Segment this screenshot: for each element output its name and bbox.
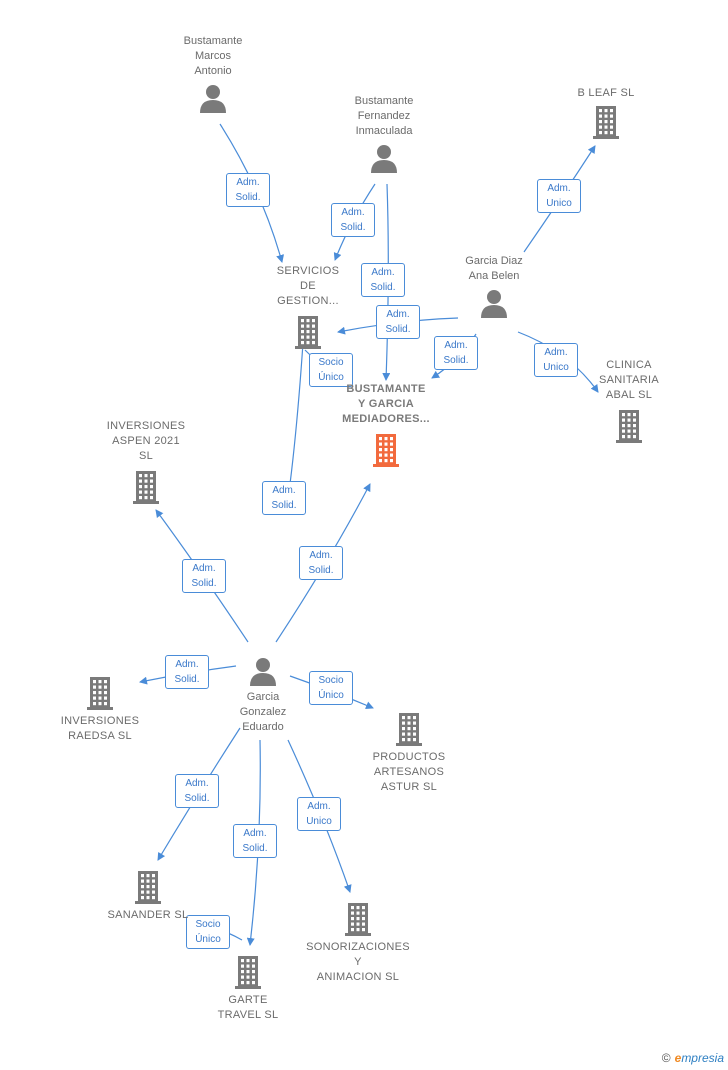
node-label: SONORIZACIONES Y ANIMACION SL: [306, 941, 410, 983]
building-icon: [373, 434, 399, 467]
edge-label[interactable]: Adm. Solid.: [175, 774, 219, 808]
node-main[interactable]: BUSTAMANTE Y GARCIA MEDIADORES...: [321, 382, 451, 467]
edge-label[interactable]: Socio Único: [309, 353, 353, 387]
edge-label[interactable]: Adm. Unico: [534, 343, 578, 377]
edge-label[interactable]: Adm. Solid.: [165, 655, 209, 689]
node-sanander[interactable]: SANANDER SL: [83, 870, 213, 923]
edge-label[interactable]: Adm. Solid.: [434, 336, 478, 370]
node-label: Bustamante Marcos Antonio: [183, 35, 243, 77]
node-label: INVERSIONES RAEDSA SL: [60, 715, 140, 742]
node-label: Garcia Diaz Ana Belen: [465, 255, 523, 282]
node-raedsa[interactable]: INVERSIONES RAEDSA SL: [35, 676, 165, 744]
node-label: CLINICA SANITARIA ABAL SL: [599, 359, 659, 401]
node-aspen[interactable]: INVERSIONES ASPEN 2021 SL: [81, 419, 211, 504]
node-label: Garcia Gonzalez Eduardo: [239, 691, 287, 733]
node-bleaf[interactable]: B LEAF SL: [541, 86, 671, 139]
node-label: Bustamante Fernandez Inmaculada: [354, 95, 414, 137]
person-icon: [200, 85, 226, 113]
node-serv[interactable]: SERVICIOS DE GESTION...: [243, 264, 373, 349]
node-bma[interactable]: Bustamante Marcos Antonio: [148, 34, 278, 113]
person-icon: [250, 658, 276, 686]
edge-label[interactable]: Adm. Solid.: [182, 559, 226, 593]
node-label: PRODUCTOS ARTESANOS ASTUR SL: [372, 751, 446, 793]
node-label: BUSTAMANTE Y GARCIA MEDIADORES...: [342, 383, 430, 425]
building-icon: [87, 677, 113, 710]
node-productos[interactable]: PRODUCTOS ARTESANOS ASTUR SL: [344, 712, 474, 795]
person-icon: [481, 290, 507, 318]
node-label: GARTE TRAVEL SL: [217, 994, 279, 1021]
node-label: B LEAF SL: [577, 87, 635, 99]
edge-label[interactable]: Adm. Solid.: [361, 263, 405, 297]
edge-label[interactable]: Adm. Unico: [537, 179, 581, 213]
edge-label[interactable]: Adm. Solid.: [376, 305, 420, 339]
node-label: INVERSIONES ASPEN 2021 SL: [106, 420, 186, 462]
edge-label[interactable]: Adm. Solid.: [299, 546, 343, 580]
building-icon: [396, 713, 422, 746]
node-label: SERVICIOS DE GESTION...: [276, 265, 340, 307]
building-icon: [235, 956, 261, 989]
edge-label[interactable]: Socio Único: [186, 915, 230, 949]
edge-label[interactable]: Adm. Solid.: [226, 173, 270, 207]
brand-logo: ©empresia: [661, 1051, 724, 1065]
edge-label[interactable]: Socio Único: [309, 671, 353, 705]
edge-label[interactable]: Adm. Unico: [297, 797, 341, 831]
building-icon: [593, 106, 619, 139]
building-icon: [135, 871, 161, 904]
building-icon: [345, 903, 371, 936]
edge-label[interactable]: Adm. Solid.: [233, 824, 277, 858]
building-icon: [616, 410, 642, 443]
node-label: SANANDER SL: [107, 909, 189, 921]
node-gdab[interactable]: Garcia Diaz Ana Belen: [429, 254, 559, 318]
edge-ggE-serv: [289, 327, 308, 485]
edge-label[interactable]: Adm. Solid.: [262, 481, 306, 515]
building-icon: [133, 471, 159, 504]
node-bfi[interactable]: Bustamante Fernandez Inmaculada: [319, 94, 449, 173]
edge-label[interactable]: Adm. Solid.: [331, 203, 375, 237]
node-sonor[interactable]: SONORIZACIONES Y ANIMACION SL: [293, 902, 423, 985]
person-icon: [371, 145, 397, 173]
node-clinica[interactable]: CLINICA SANITARIA ABAL SL: [564, 358, 694, 443]
building-icon: [295, 316, 321, 349]
node-ggE[interactable]: Garcia Gonzalez Eduardo: [198, 656, 328, 735]
node-garte[interactable]: GARTE TRAVEL SL: [183, 955, 313, 1023]
